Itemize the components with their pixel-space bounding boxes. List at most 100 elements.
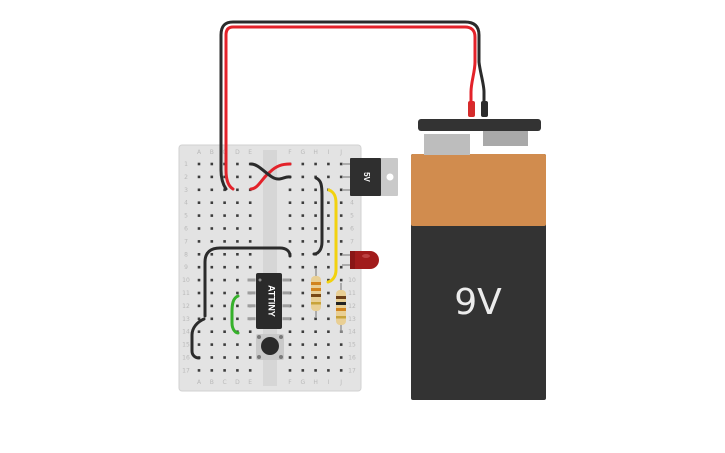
wire-black-crossover[interactable] [249, 162, 292, 181]
breadboard-hole[interactable] [197, 265, 201, 269]
breadboard-hole[interactable] [223, 317, 226, 321]
breadboard-hole[interactable] [197, 291, 201, 295]
battery-9v-icon[interactable]: 9V [411, 101, 546, 400]
breadboard-hole[interactable] [327, 278, 330, 282]
breadboard-hole[interactable] [236, 214, 239, 217]
breadboard-hole[interactable] [236, 369, 239, 372]
breadboard-hole[interactable] [248, 240, 252, 243]
breadboard-hole[interactable] [288, 227, 292, 230]
breadboard-hole[interactable] [210, 188, 214, 192]
breadboard-hole[interactable] [327, 343, 330, 346]
breadboard-hole[interactable] [314, 330, 317, 333]
breadboard-hole[interactable] [288, 214, 292, 217]
breadboard-hole[interactable] [314, 317, 317, 321]
breadboard-hole[interactable] [223, 240, 226, 243]
breadboard-hole[interactable] [288, 188, 292, 192]
breadboard-hole[interactable] [223, 253, 226, 256]
breadboard-hole[interactable] [314, 343, 317, 346]
breadboard-hole[interactable] [210, 278, 214, 282]
breadboard-hole[interactable] [314, 227, 317, 230]
breadboard-hole[interactable] [301, 227, 305, 230]
breadboard-hole[interactable] [210, 240, 214, 243]
breadboard-hole[interactable] [327, 265, 330, 269]
breadboard-hole[interactable] [339, 240, 343, 243]
breadboard-hole[interactable] [248, 214, 252, 217]
breadboard-hole[interactable] [327, 330, 330, 333]
breadboard-hole[interactable] [314, 369, 317, 372]
breadboard-hole[interactable] [339, 162, 343, 166]
breadboard-hole[interactable] [210, 201, 214, 204]
breadboard-hole[interactable] [288, 369, 292, 372]
breadboard-hole[interactable] [223, 330, 226, 333]
breadboard-hole[interactable] [327, 201, 330, 204]
breadboard-hole[interactable] [327, 291, 330, 295]
breadboard-hole[interactable] [288, 201, 292, 204]
pushbutton-icon[interactable] [256, 334, 284, 360]
breadboard-hole[interactable] [288, 343, 292, 346]
breadboard-hole[interactable] [248, 201, 252, 204]
breadboard-hole[interactable] [301, 214, 305, 217]
led-icon[interactable] [342, 251, 379, 269]
breadboard-hole[interactable] [223, 188, 226, 192]
breadboard-hole[interactable] [301, 162, 305, 166]
breadboard-hole[interactable] [248, 343, 252, 346]
breadboard-hole[interactable] [314, 201, 317, 204]
breadboard-hole[interactable] [301, 304, 305, 308]
breadboard-hole[interactable] [339, 188, 343, 192]
breadboard-hole[interactable] [210, 227, 214, 230]
breadboard-hole[interactable] [301, 317, 305, 321]
breadboard-hole[interactable] [339, 356, 343, 359]
breadboard-hole[interactable] [339, 278, 343, 282]
breadboard-hole[interactable] [223, 265, 226, 269]
breadboard-hole[interactable] [314, 214, 317, 217]
breadboard-hole[interactable] [248, 369, 252, 372]
wire-red-crossover[interactable] [249, 162, 292, 191]
breadboard-hole[interactable] [288, 330, 292, 333]
breadboard-hole[interactable] [339, 214, 343, 217]
breadboard-hole[interactable] [197, 214, 201, 217]
breadboard-hole[interactable] [197, 162, 201, 166]
breadboard-hole[interactable] [314, 356, 317, 359]
breadboard-hole[interactable] [339, 343, 343, 346]
breadboard-hole[interactable] [301, 278, 305, 282]
breadboard-hole[interactable] [314, 240, 317, 243]
breadboard-hole[interactable] [236, 304, 239, 308]
breadboard-hole[interactable] [223, 291, 226, 295]
breadboard-hole[interactable] [327, 162, 330, 166]
breadboard-hole[interactable] [327, 227, 330, 230]
breadboard-hole[interactable] [339, 265, 343, 269]
breadboard-hole[interactable] [223, 201, 226, 204]
breadboard-hole[interactable] [197, 175, 201, 179]
breadboard-hole[interactable] [314, 265, 317, 269]
breadboard-hole[interactable] [236, 201, 239, 204]
breadboard-hole[interactable] [236, 175, 239, 179]
voltage-regulator-icon[interactable]: 5V [342, 158, 398, 196]
breadboard-hole[interactable] [248, 330, 252, 333]
breadboard-hole[interactable] [301, 369, 305, 372]
breadboard-hole[interactable] [236, 317, 239, 321]
breadboard-hole[interactable] [236, 356, 239, 359]
breadboard-hole[interactable] [236, 227, 239, 230]
wire-yellow[interactable] [326, 188, 338, 284]
breadboard-hole[interactable] [248, 265, 252, 269]
breadboard-hole[interactable] [197, 188, 201, 192]
breadboard-hole[interactable] [339, 201, 343, 204]
breadboard-hole[interactable] [223, 304, 226, 308]
breadboard-hole[interactable] [327, 214, 330, 217]
breadboard-hole[interactable] [197, 253, 201, 256]
breadboard-hole[interactable] [248, 253, 252, 256]
breadboard-hole[interactable] [248, 356, 252, 359]
breadboard-hole[interactable] [210, 343, 214, 346]
breadboard-hole[interactable] [236, 265, 239, 269]
breadboard-hole[interactable] [210, 253, 214, 256]
breadboard-hole[interactable] [301, 201, 305, 204]
breadboard-hole[interactable] [223, 214, 226, 217]
breadboard-hole[interactable] [327, 175, 330, 179]
breadboard-hole[interactable] [236, 162, 239, 166]
breadboard-hole[interactable] [197, 201, 201, 204]
wire-black-short[interactable] [190, 317, 206, 360]
breadboard-hole[interactable] [236, 253, 239, 256]
breadboard-hole[interactable] [301, 253, 305, 256]
breadboard-hole[interactable] [327, 317, 330, 321]
breadboard-hole[interactable] [288, 240, 292, 243]
